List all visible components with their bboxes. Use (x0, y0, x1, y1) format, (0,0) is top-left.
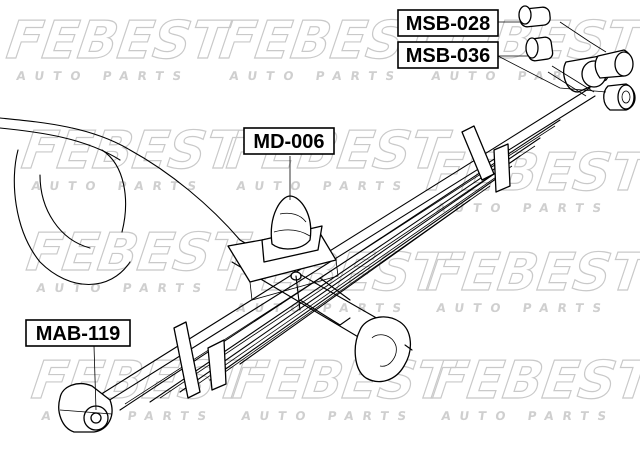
frame-outline (0, 117, 241, 285)
label-msb-028-text: MSB-028 (406, 13, 490, 35)
watermark-brand: FEBEST (23, 223, 255, 283)
watermark-sub: AUTO PARTS (435, 301, 611, 315)
label-md-006-text: MD-006 (253, 131, 324, 153)
label-msb-036: MSB-036 (397, 41, 499, 69)
watermark-brand: FEBEST (428, 351, 640, 411)
watermark-brand: FEBEST (18, 121, 250, 181)
bushing-msb028-lower (603, 83, 636, 111)
watermark-layer: FEBEST AUTO PARTS FEBEST AUTO PARTS FEBE… (3, 11, 640, 423)
watermark-brand: FEBEST (423, 243, 640, 303)
bushing-msb036-small (525, 36, 554, 62)
label-md-006: MD-006 (243, 127, 335, 155)
watermark-sub: AUTO PARTS (30, 179, 206, 193)
watermark-sub: AUTO PARTS (240, 409, 416, 423)
bump-stop-md006 (261, 195, 323, 263)
watermark-sub: AUTO PARTS (440, 409, 616, 423)
watermark-sub: AUTO PARTS (435, 201, 611, 215)
watermark-sub: AUTO PARTS (15, 69, 191, 83)
watermark-brand: FEBEST (228, 351, 460, 411)
bushing-mab119 (58, 383, 113, 433)
watermark-sub: AUTO PARTS (235, 179, 411, 193)
watermark-brand: FEBEST (423, 143, 640, 203)
leader-lines (93, 21, 607, 411)
label-mab-119-text: MAB-119 (36, 323, 120, 345)
label-msb-036-text: MSB-036 (406, 45, 490, 67)
watermark-brand: FEBEST (3, 11, 235, 71)
bushing-msb028-upper (518, 5, 634, 79)
label-msb-028: MSB-028 (397, 9, 499, 37)
watermark-sub: AUTO PARTS (228, 69, 404, 83)
label-mab-119: MAB-119 (25, 319, 131, 347)
watermark-sub: AUTO PARTS (35, 281, 211, 295)
